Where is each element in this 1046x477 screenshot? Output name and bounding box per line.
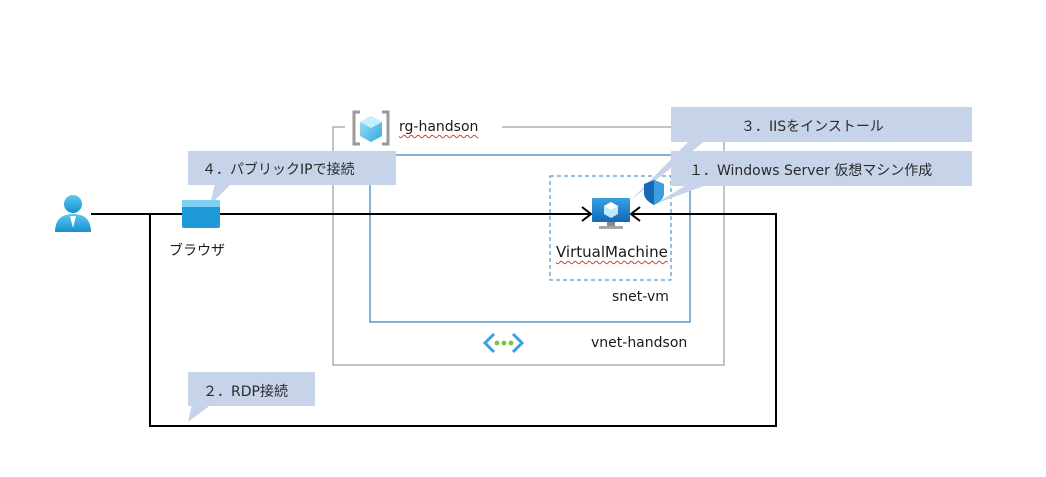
vnet-name: vnet-handson (591, 335, 688, 351)
vm-name: VirtualMachine (556, 243, 668, 261)
resource-group-name: rg-handson (399, 119, 479, 135)
virtual-network-icon (482, 332, 525, 354)
virtual-machine-icon (592, 198, 630, 229)
browser-icon (182, 200, 220, 228)
vnet-boundary (369, 154, 691, 323)
security-shield-icon (644, 180, 664, 205)
callout-step2-text: ２．RDP接続 (203, 384, 288, 400)
callout-step4-text: ４．パブリックIPで接続 (202, 162, 355, 178)
arrow-head-browser-vm (581, 206, 593, 222)
subnet-name: snet-vm (612, 289, 669, 305)
callout-box-step1 (671, 151, 972, 186)
callout-pointer-step2 (188, 404, 212, 422)
rdp-connection-line (149, 213, 777, 427)
callout-step1-text: １．Windows Server 仮想マシン作成 (689, 163, 933, 179)
callout-step3-text: ３．IISをインストール (741, 119, 884, 135)
user-icon (55, 195, 91, 232)
callout-pointer-step4 (210, 183, 232, 205)
callout-box-step2 (188, 372, 315, 406)
browser-label: ブラウザ (169, 243, 225, 259)
arrow-head-rdp-vm (629, 206, 641, 222)
resource-group-icon (352, 110, 390, 146)
callout-box-step3 (671, 107, 972, 142)
callout-box-step4 (188, 151, 396, 185)
